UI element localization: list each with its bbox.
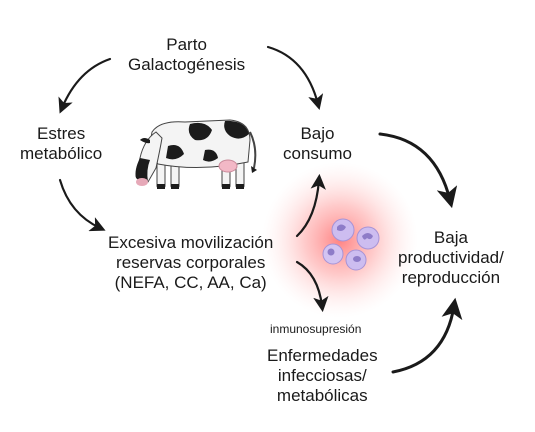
arrow-parto-to-bajo-consumo	[266, 45, 324, 110]
arrow-movilizacion-to-bajo-consumo	[295, 173, 326, 238]
arrow-bajo-consumo-to-baja-productividad	[378, 132, 458, 209]
node-parto: Parto Galactogénesis	[128, 35, 245, 75]
node-movilizacion-reservas: Excesiva movilización reservas corporale…	[108, 233, 273, 293]
node-estres-line-1: Estres	[37, 124, 86, 143]
node-enfermedades-line-2: infecciosas/	[277, 366, 367, 386]
arrow-parto-to-estres	[58, 57, 112, 114]
node-estres-line-2: metabólico	[20, 144, 103, 164]
node-inmunosupresion: inmunosupresión	[270, 322, 361, 336]
node-movilizacion-line-2: reservas corporales	[116, 253, 266, 273]
node-bajo-consumo-line-2: consumo	[283, 144, 352, 164]
node-baja-productividad-line-3: reproducción	[401, 268, 501, 288]
node-parto-line-2: Galactogénesis	[128, 55, 246, 75]
arrow-movilizacion-to-inmunosupresion	[295, 260, 329, 313]
node-baja-productividad-line-1: Baja	[433, 228, 468, 247]
node-enfermedades: Enfermedades infecciosas/ metabólicas	[267, 346, 378, 406]
node-bajo-consumo-line-1: Bajo	[300, 124, 335, 143]
arrow-enfermedades-to-baja-productividad	[391, 297, 463, 374]
arrow-estres-to-movilizacion	[58, 178, 106, 232]
node-enfermedades-line-1: Enfermedades	[267, 346, 378, 365]
node-bajo-consumo: Bajo consumo	[283, 124, 352, 164]
node-baja-productividad: Baja productividad/ reproducción	[398, 228, 504, 288]
node-movilizacion-line-1: Excesiva movilización	[108, 233, 274, 252]
node-inmunosupresion-line-1: inmunosupresión	[270, 322, 362, 336]
node-movilizacion-line-3: (NEFA, CC, AA, Ca)	[114, 273, 267, 293]
node-enfermedades-line-3: metabólicas	[276, 386, 368, 406]
node-baja-productividad-line-2: productividad/	[398, 248, 504, 268]
node-estres-metabolico: Estres metabólico	[20, 124, 102, 164]
immune-cells-icon	[322, 218, 380, 271]
node-parto-line-1: Parto	[166, 35, 207, 54]
cow-illustration	[135, 119, 257, 189]
